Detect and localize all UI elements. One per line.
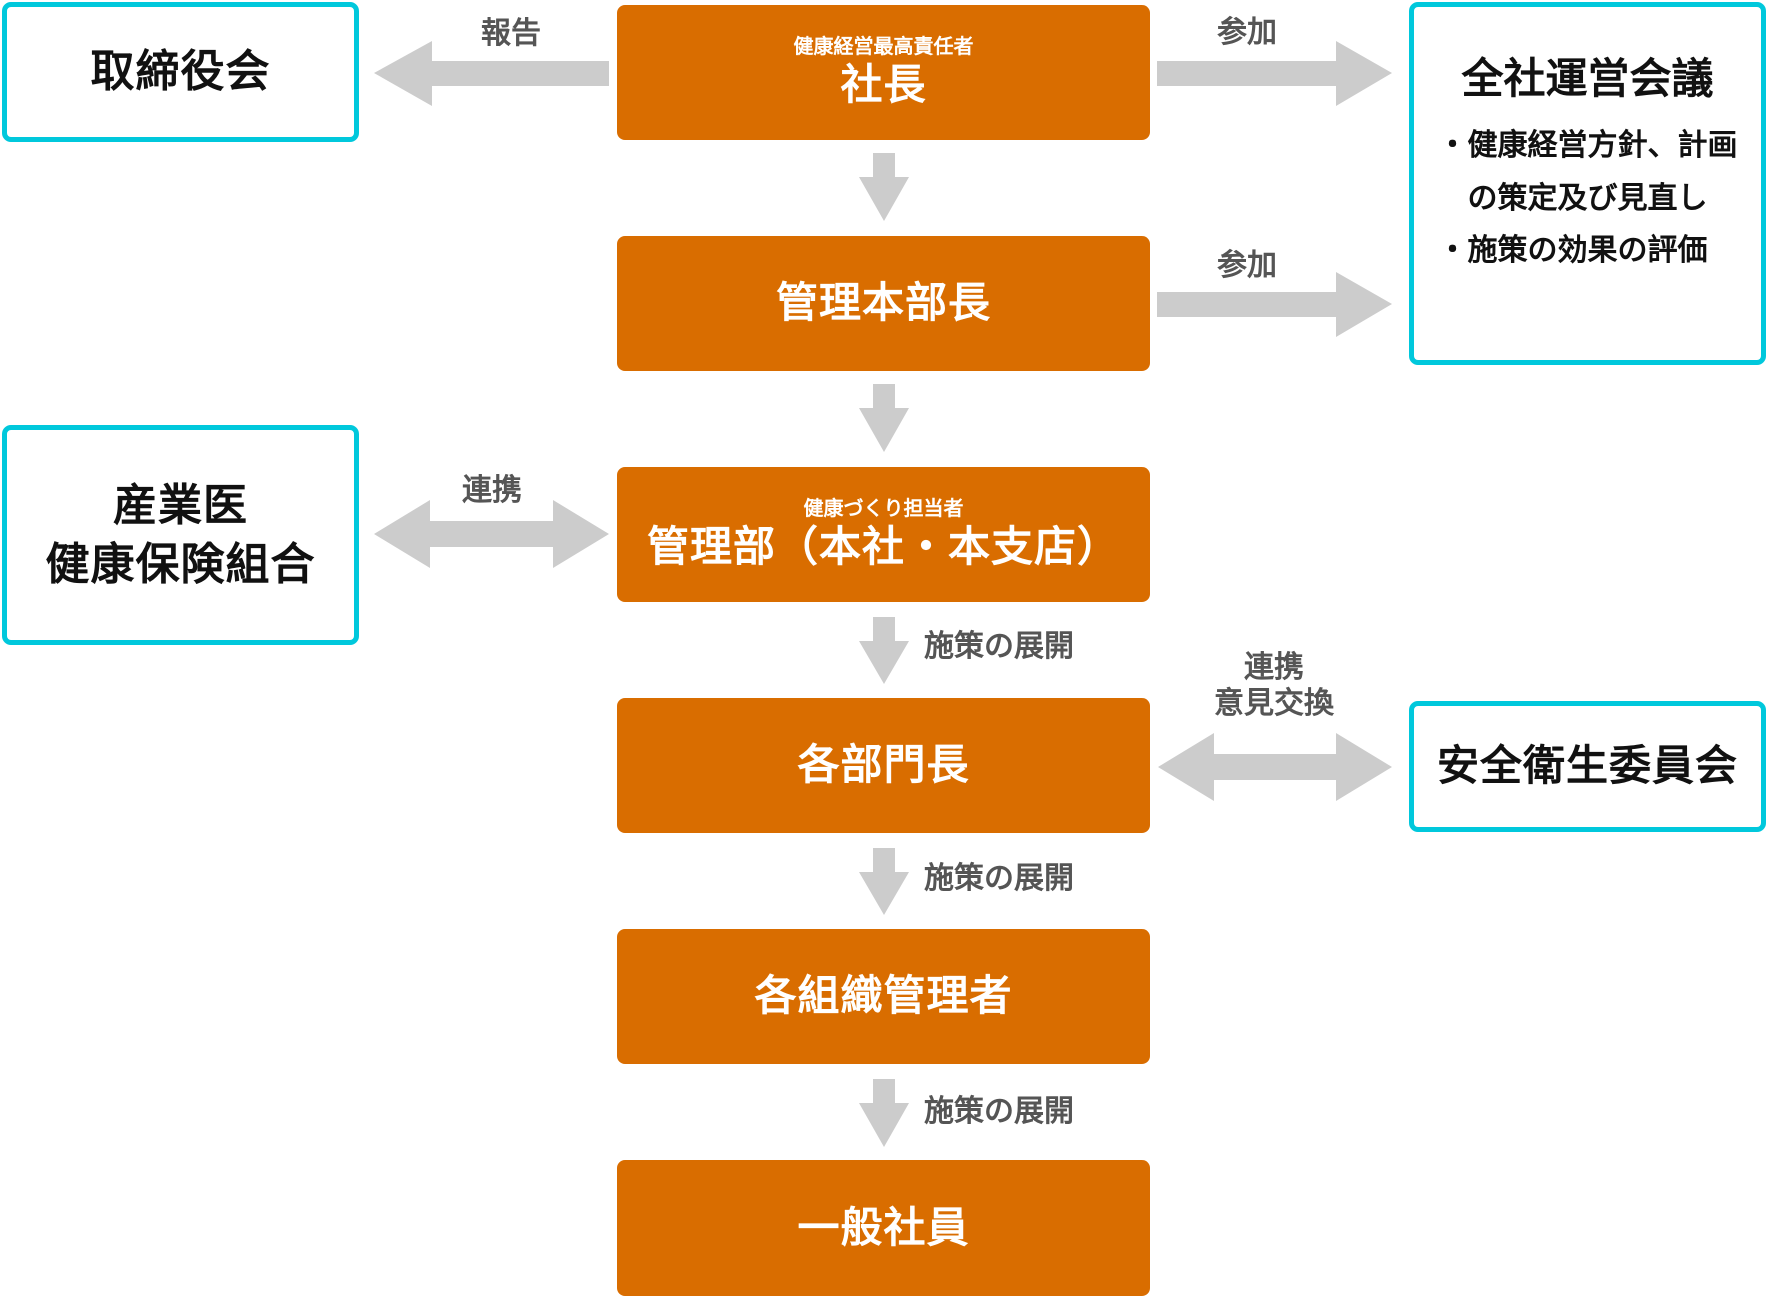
cooperate-label-2-line2: 意見交換	[1214, 686, 1334, 721]
occupational-physician-label: 産業医	[113, 479, 248, 531]
down-arrow-president-admin	[859, 153, 909, 221]
report-label: 報告	[481, 16, 541, 51]
president-label: 社長	[840, 60, 927, 110]
company-meeting-list: ・健康経営方針、計画の策定及び見直し ・施策の効果の評価	[1438, 120, 1738, 278]
org-managers-node: 各組織管理者	[617, 929, 1150, 1064]
president-node: 健康経営最高責任者 社長	[617, 5, 1150, 140]
occupational-physician-node: 産業医 健康保険組合	[2, 425, 359, 645]
down-arrow-admin-head-dept	[859, 384, 909, 452]
company-meeting-item: ・施策の効果の評価	[1437, 233, 1708, 268]
deploy-label-2: 施策の展開	[924, 861, 1074, 896]
employees-node: 一般社員	[617, 1160, 1150, 1296]
participate-arrow-1	[1157, 41, 1392, 106]
down-arrow-deploy-1	[859, 617, 909, 684]
deploy-label-3: 施策の展開	[924, 1094, 1074, 1129]
safety-committee-node: 安全衛生委員会	[1409, 701, 1766, 832]
company-meeting-node: 全社運営会議 ・健康経営方針、計画の策定及び見直し ・施策の効果の評価	[1409, 2, 1766, 365]
cooperate-label-1: 連携	[462, 473, 522, 508]
admin-dept-node: 健康づくり担当者 管理部（本社・本支店）	[617, 467, 1150, 602]
company-meeting-title: 全社運営会議	[1461, 54, 1714, 103]
participate-arrow-2	[1157, 272, 1392, 337]
deploy-label-1: 施策の展開	[924, 629, 1074, 664]
cooperate-label-2: 連携 意見交換	[1214, 650, 1334, 722]
safety-committee-label: 安全衛生委員会	[1436, 741, 1738, 791]
cooperate-arrow-1	[374, 500, 609, 568]
admin-head-label: 管理本部長	[775, 278, 991, 328]
health-insurance-union-label: 健康保険組合	[45, 539, 316, 590]
company-meeting-item: ・健康経営方針、計画の策定及び見直し	[1437, 128, 1738, 216]
participate-label-1: 参加	[1217, 15, 1277, 50]
cooperate-arrow-2	[1158, 733, 1392, 801]
report-arrow	[374, 41, 609, 106]
admin-dept-sublabel: 健康づくり担当者	[803, 496, 964, 521]
employees-label: 一般社員	[797, 1202, 970, 1252]
dept-heads-node: 各部門長	[617, 698, 1150, 833]
down-arrow-deploy-2	[859, 848, 909, 915]
down-arrow-deploy-3	[859, 1079, 909, 1147]
board-label: 取締役会	[90, 46, 271, 98]
board-node: 取締役会	[2, 2, 359, 142]
dept-heads-label: 各部門長	[797, 740, 970, 790]
org-managers-label: 各組織管理者	[754, 971, 1013, 1021]
admin-dept-label: 管理部（本社・本支店）	[646, 522, 1120, 572]
participate-label-2: 参加	[1217, 248, 1277, 283]
admin-head-node: 管理本部長	[617, 236, 1150, 371]
cooperate-label-2-line1: 連携	[1244, 650, 1304, 685]
president-sublabel: 健康経営最高責任者	[793, 34, 974, 59]
